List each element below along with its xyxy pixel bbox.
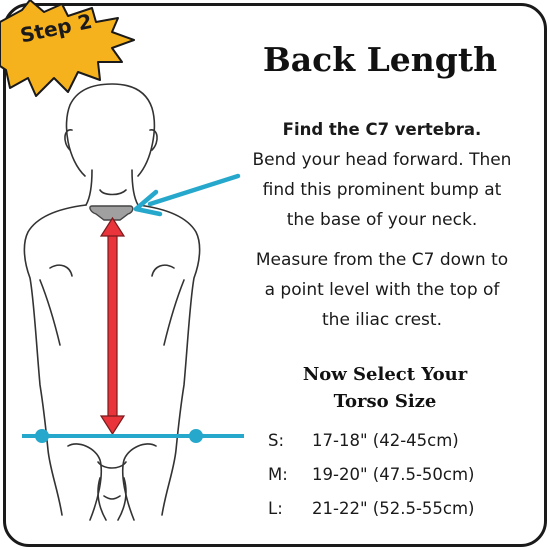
starburst-badge-icon — [0, 0, 135, 97]
page-title: Back Length — [262, 40, 498, 79]
size-code: M: — [268, 465, 288, 484]
measure-instructions: Measure from the C7 down to a point leve… — [232, 245, 532, 335]
instruction-line: Bend your head forward. Then — [252, 150, 512, 170]
size-row-l: L: 21-22" (52.5-55cm) — [268, 492, 475, 526]
iliac-crest-line — [22, 429, 244, 443]
size-row-m: M: 19-20" (47.5-50cm) — [268, 458, 475, 492]
measure-line: Measure from the C7 down to — [255, 250, 509, 270]
c7-vertebra-icon — [89, 205, 134, 221]
size-row-s: S: 17-18" (42-45cm) — [268, 424, 475, 458]
size-code: L: — [268, 499, 283, 518]
size-range: 17-18" (42-45cm) — [312, 431, 459, 450]
instruction-line: the base of your neck. — [286, 210, 478, 230]
measure-line: the iliac crest. — [322, 310, 442, 330]
double-arrow-vertical-icon — [99, 216, 126, 436]
size-range: 19-20" (47.5-50cm) — [312, 465, 475, 484]
measure-line: a point level with the top of — [264, 280, 500, 300]
instruction-heading: Find the C7 vertebra. — [282, 120, 482, 139]
torso-size-list: S:17-18" (42-45cm) M:19-20" (47.5-50cm) … — [268, 424, 475, 526]
select-heading-line: Now Select Your — [302, 364, 468, 385]
size-code: S: — [268, 431, 285, 450]
instruction-line: find this prominent bump at — [262, 180, 502, 200]
arrow-left-icon — [133, 173, 241, 217]
select-size-heading: Now Select Your Torso Size — [260, 361, 510, 415]
select-heading-line: Torso Size — [333, 391, 437, 412]
sizing-card — [3, 3, 547, 547]
size-range: 21-22" (52.5-55cm) — [312, 499, 475, 518]
c7-instructions: Find the C7 vertebra. Bend your head for… — [232, 115, 532, 235]
body-outline — [23, 83, 201, 521]
